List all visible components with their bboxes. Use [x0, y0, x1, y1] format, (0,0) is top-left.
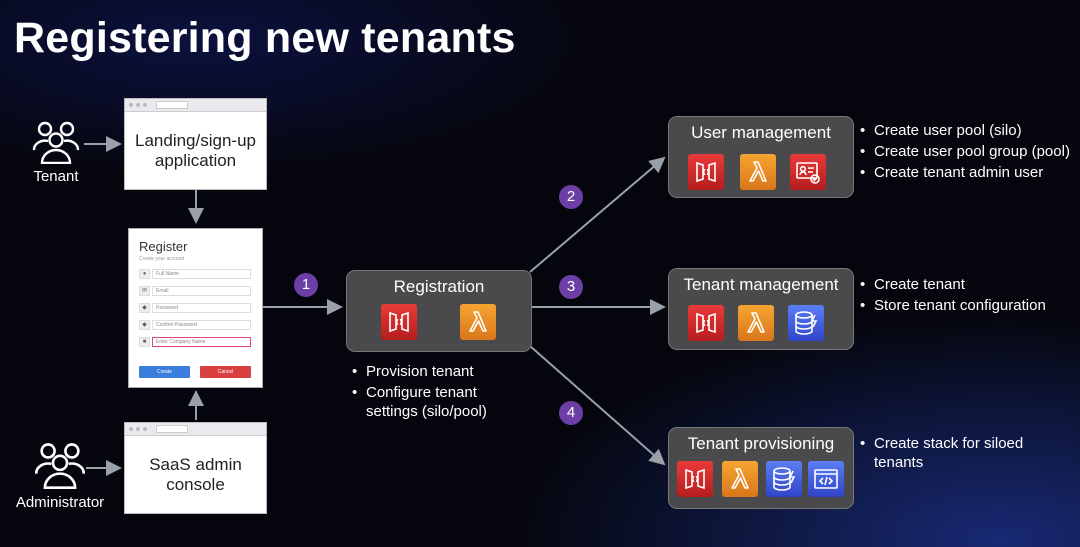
user-icon: ● [139, 269, 150, 279]
cloudformation-icon [808, 461, 844, 497]
browser-titlebar [125, 423, 266, 436]
dynamodb-icon [766, 461, 802, 497]
lock-icon: ◆ [139, 320, 150, 330]
admin-console-label: SaaS admin console [149, 454, 242, 494]
registration-bullets: Provision tenant Configure tenant settin… [352, 362, 522, 423]
company-name-field[interactable]: ■Enter Company Name [139, 337, 251, 347]
api-gateway-icon [381, 304, 417, 340]
registration-service-box: Registration [346, 270, 532, 352]
company-name-input[interactable]: Enter Company Name [152, 337, 251, 347]
bullet-item: Store tenant configuration [860, 296, 1075, 315]
step-badge-3: 3 [559, 275, 583, 299]
register-form-title: Register [139, 239, 188, 254]
tenant-label: Tenant [33, 168, 79, 185]
users-icon [34, 443, 86, 489]
tenant-management-label: Tenant management [683, 275, 839, 294]
cancel-button[interactable]: Cancel [200, 366, 251, 378]
step-badge-1: 1 [294, 273, 318, 297]
tenant-actor: Tenant [24, 120, 88, 185]
envelope-icon: ✉ [139, 286, 150, 296]
password-input[interactable]: Password [152, 303, 251, 313]
api-gateway-icon [688, 305, 724, 341]
administrator-label: Administrator [15, 494, 105, 511]
tenant-management-service-box: Tenant management [668, 268, 854, 350]
browser-titlebar [125, 99, 266, 112]
registration-label: Registration [393, 277, 485, 296]
full-name-input[interactable]: Full Name [152, 269, 251, 279]
cognito-icon [790, 154, 826, 190]
create-button[interactable]: Create [139, 366, 190, 378]
email-field[interactable]: ✉Email [139, 286, 251, 296]
building-icon: ■ [139, 337, 150, 347]
full-name-field[interactable]: ●Full Name [139, 269, 251, 279]
tenant-management-bullets: Create tenant Store tenant configuration [860, 275, 1075, 317]
email-input[interactable]: Email [152, 286, 251, 296]
api-gateway-icon [688, 154, 724, 190]
password-field[interactable]: ◆Password [139, 303, 251, 313]
arrow-registration-to-tenant-provisioning [529, 345, 666, 466]
bullet-item: Create tenant [860, 275, 1075, 294]
bullet-item: Create user pool group (pool) [860, 142, 1075, 161]
dynamodb-icon [788, 305, 824, 341]
tenant-provisioning-label: Tenant provisioning [687, 434, 835, 453]
lambda-icon [460, 304, 496, 340]
tenant-provisioning-service-box: Tenant provisioning [668, 427, 854, 509]
register-form: Register Create your account ●Full Name … [128, 228, 263, 388]
landing-signup-window: Landing/sign-up application [124, 98, 267, 190]
confirm-password-field[interactable]: ◆Confirm Password [139, 320, 251, 330]
admin-console-window: SaaS admin console [124, 422, 267, 514]
user-management-label: User management [691, 123, 831, 142]
bullet-item: Create tenant admin user [860, 163, 1075, 182]
api-gateway-icon [677, 461, 713, 497]
lock-icon: ◆ [139, 303, 150, 313]
confirm-password-input[interactable]: Confirm Password [152, 320, 251, 330]
administrator-actor: Administrator [6, 440, 114, 511]
bullet-item: Provision tenant [352, 362, 522, 381]
lambda-icon [738, 305, 774, 341]
arrow-registration-to-user-management [529, 156, 666, 273]
bullet-item: Create user pool (silo) [860, 121, 1075, 140]
lambda-icon [740, 154, 776, 190]
bullet-item: Create stack for siloed tenants [860, 434, 1075, 472]
register-form-subtitle: Create your account [139, 256, 185, 262]
step-badge-4: 4 [559, 401, 583, 425]
step-badge-2: 2 [559, 185, 583, 209]
lambda-icon [722, 461, 758, 497]
tenant-provisioning-bullets: Create stack for siloed tenants [860, 434, 1075, 474]
user-management-service-box: User management [668, 116, 854, 198]
bullet-item: Configure tenant settings (silo/pool) [352, 383, 522, 421]
user-management-bullets: Create user pool (silo) Create user pool… [860, 121, 1075, 184]
page-title: Registering new tenants [14, 14, 516, 62]
users-icon [32, 121, 80, 164]
landing-signup-label: Landing/sign-up application [135, 130, 256, 170]
